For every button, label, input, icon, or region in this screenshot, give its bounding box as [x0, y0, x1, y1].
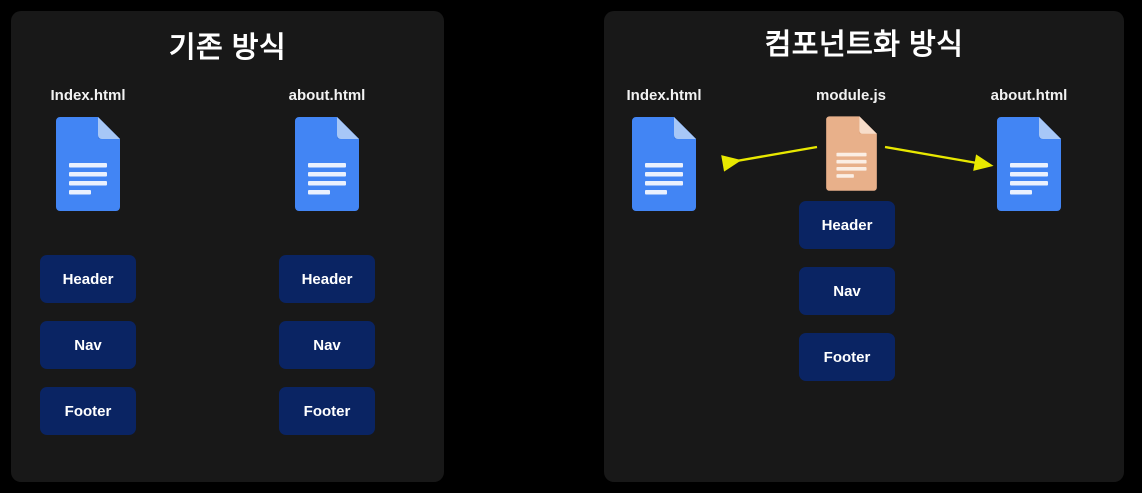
file-group-about-html: about.html [267, 88, 387, 211]
component-box-header[interactable]: Header [799, 201, 895, 249]
panel-legacy-approach: 기존 방식 Index.html [11, 11, 444, 482]
panel-componentized-title: 컴포넌트화 방식 [764, 29, 964, 61]
file-document-icon [295, 117, 359, 211]
file-document-icon [997, 117, 1061, 211]
file-label-index-html: Index.html [626, 87, 702, 104]
component-box-header[interactable]: Header [40, 255, 136, 303]
file-label-about-html: about.html [288, 87, 366, 104]
component-box-nav[interactable]: Nav [279, 321, 375, 369]
component-box-header[interactable]: Header [279, 255, 375, 303]
file-script-icon [825, 116, 877, 191]
component-box-footer[interactable]: Footer [279, 387, 375, 435]
file-label-index-html: Index.html [50, 87, 126, 104]
file-document-icon [632, 117, 696, 211]
file-label-module-js: module.js [815, 87, 886, 104]
file-group-about-html: about.html [969, 88, 1089, 211]
component-box-nav[interactable]: Nav [799, 267, 895, 315]
component-box-footer[interactable]: Footer [799, 333, 895, 381]
file-document-icon [56, 117, 120, 211]
component-box-nav[interactable]: Nav [40, 321, 136, 369]
file-group-module-js: module.js [791, 88, 911, 191]
panel-componentized-approach: 컴포넌트화 방식 Index.html [604, 11, 1124, 482]
file-label-about-html: about.html [990, 87, 1068, 104]
file-group-index-html: Index.html [604, 88, 724, 211]
component-box-footer[interactable]: Footer [40, 387, 136, 435]
panel-legacy-title: 기존 방식 [168, 32, 287, 64]
file-group-index-html: Index.html [28, 88, 148, 211]
